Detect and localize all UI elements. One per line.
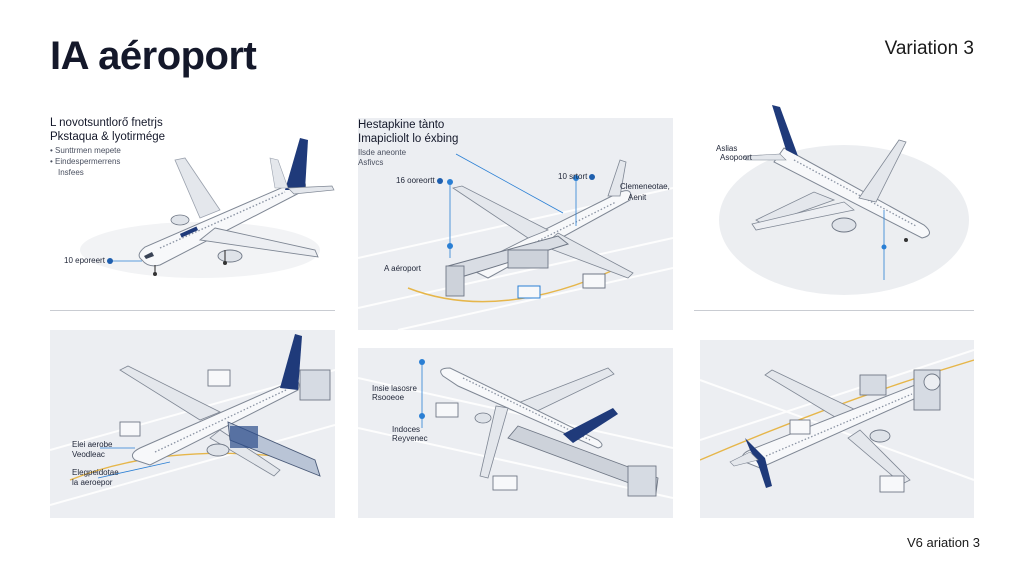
footer-label: V6 ariation 3 [907, 535, 980, 550]
panel-airplane-parked [700, 340, 974, 518]
panel1-bullet-3: Insfees [58, 168, 84, 177]
panel4-callout-1: Elei aerobe [72, 440, 113, 449]
variation-label: Variation 3 [884, 38, 974, 59]
panel1-bullet-1: • Sunttrmen mepete [50, 146, 121, 155]
callout-dot-icon [106, 257, 113, 264]
parked-airplane-illustration [700, 340, 974, 518]
panel2-callout-4: Clemeneotae, [620, 182, 670, 191]
callout-dot-icon [436, 177, 443, 184]
divider [50, 310, 335, 311]
panel2-heading-1: Hestapkine tànto [358, 119, 445, 131]
divider [694, 310, 974, 311]
gate-illustration [50, 330, 335, 518]
panel2-callout-3: A aéroport [384, 264, 421, 273]
jetbridge-illustration [358, 118, 673, 330]
panel4-callout-3: Elegpeidotae [72, 468, 119, 477]
panel2-sub-2: Asfivcs [358, 158, 384, 167]
panel2-callout-5: Aenit [628, 193, 647, 202]
panel5-callout-4: Reyvenec [392, 434, 428, 443]
panel3-callout-2: Asopoort [720, 153, 753, 162]
panel5-callout-1: Insie lasosre [372, 384, 417, 393]
airplane-illustration [719, 105, 969, 295]
panel-airplane-isometric: L novotsuntlorő fnetrjs Pkstaqua & lyoti… [50, 110, 335, 305]
boarding-illustration [358, 348, 673, 518]
panel2-callout-1: 16 ooreortt [396, 176, 443, 185]
airplane-illustration [80, 138, 335, 278]
panel1-bullet-2: • Eindespermerrens [50, 157, 121, 166]
panel4-callout-4: la aeroepor [72, 478, 113, 487]
panel2-sub-1: Ilsde aneonte [358, 148, 407, 157]
panel-boarding: Insie lasosre Rsooeoe Indoces Reyvenec [358, 348, 673, 518]
panel1-heading-1: L novotsuntlorő fnetrjs [50, 117, 163, 129]
panel5-callout-2: Rsooeoe [372, 393, 405, 402]
panel4-callout-2: Veodleac [72, 450, 105, 459]
callout-dot-icon [589, 173, 596, 180]
panel-airplane-topdown: Aslias Asopoort [694, 100, 974, 305]
panel-jetbridge: Hestapkine tànto Imapicliolt lo éxbing I… [358, 118, 673, 330]
panel-gate-service: Elei aerobe Veodleac Elegpeidotae la aer… [50, 330, 335, 518]
page-title: IA aéroport [50, 34, 257, 78]
panel5-callout-3: Indoces [392, 425, 421, 434]
panel3-callout-1: Aslias [716, 144, 738, 153]
panel2-heading-2: Imapicliolt lo éxbing [358, 133, 459, 145]
panel2-callout-2: 10 srtort [558, 172, 596, 181]
panel1-callout: 10 eporeert [64, 256, 113, 265]
panel1-heading-2: Pkstaqua & lyotirmége [50, 131, 166, 143]
